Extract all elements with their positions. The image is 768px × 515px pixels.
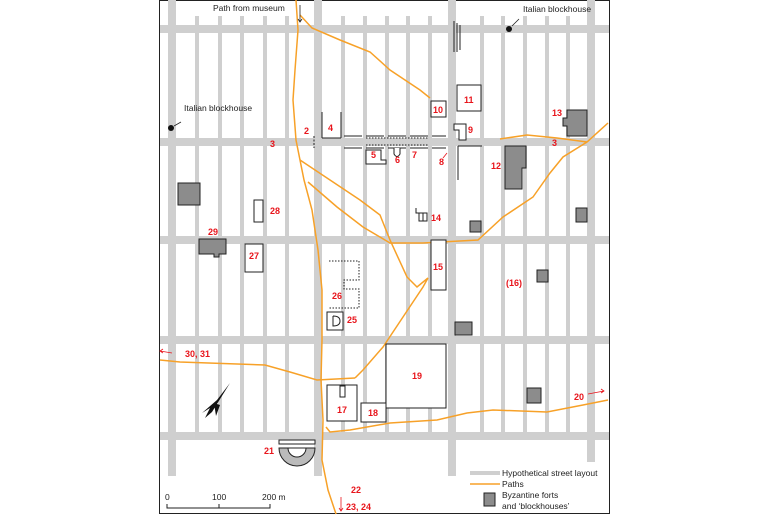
label-italian-blockhouse-w: Italian blockhouse	[184, 103, 252, 113]
site-label: 21	[264, 446, 274, 456]
building-6	[393, 148, 401, 157]
building-15	[430, 239, 447, 291]
building-25	[326, 311, 344, 331]
arrow-south-icon	[338, 497, 344, 512]
arrows	[159, 5, 605, 512]
north-arrow-icon	[202, 383, 230, 418]
map-frame	[159, 0, 610, 514]
scale-line	[166, 504, 271, 509]
path-south-east	[325, 399, 609, 433]
site-label: 13	[552, 108, 562, 118]
path-street-3	[499, 134, 588, 143]
building-25-apse	[332, 315, 341, 327]
site-label: 25	[347, 315, 357, 325]
pointer-8-icon	[442, 152, 448, 159]
site-label: 20	[574, 392, 584, 402]
theatre-scene	[278, 439, 316, 445]
site-label: 9	[468, 125, 473, 135]
site-label: 22	[351, 485, 361, 495]
label-path-from-museum: Path from museum	[213, 3, 285, 13]
site-label: 2	[304, 126, 309, 136]
site-label: 27	[249, 251, 259, 261]
site-label: 11	[464, 95, 474, 105]
site-label: 19	[412, 371, 422, 381]
fort	[575, 207, 588, 223]
arrow-east-icon	[587, 388, 605, 395]
building-27	[244, 243, 264, 273]
path-north-south	[292, 0, 337, 515]
buildings	[168, 21, 512, 467]
site-label: 15	[433, 262, 443, 272]
arrow-down-icon	[297, 5, 303, 23]
label-italian-blockhouse-ne: Italian blockhouse	[523, 4, 591, 14]
site-label: 17	[337, 405, 347, 415]
legend-forts: Byzantine forts	[502, 490, 558, 500]
fort	[526, 387, 542, 404]
site-label: 3	[552, 138, 557, 148]
forts	[177, 109, 588, 404]
site-label: 28	[270, 206, 280, 216]
building-5	[365, 149, 387, 165]
site-label: 8	[439, 157, 444, 167]
structure-north	[453, 21, 461, 52]
site-label: (16)	[506, 278, 522, 288]
legend-paths: Paths	[502, 479, 524, 489]
building-26	[329, 260, 360, 309]
legend-fort-swatch	[483, 492, 496, 507]
fort-13	[562, 109, 588, 137]
site-label: 30, 31	[185, 349, 210, 359]
path-museum-northeast	[299, 14, 431, 99]
colonnade-dots	[366, 137, 428, 146]
legend-streets: Hypothetical street layout	[502, 468, 598, 478]
legend: Hypothetical street layout Paths Byzanti…	[466, 462, 606, 512]
building-28	[253, 199, 264, 223]
site-label: 26	[332, 291, 342, 301]
paths	[159, 0, 609, 515]
fort-12	[504, 145, 527, 190]
fort-west	[177, 182, 201, 206]
building-9	[453, 123, 467, 141]
site-label: 5	[371, 150, 376, 160]
site-label: 12	[491, 161, 501, 171]
building-14	[415, 208, 428, 222]
building-18	[360, 402, 387, 423]
pointer-icon	[173, 121, 182, 127]
site-label: 7	[412, 150, 417, 160]
building-4	[321, 112, 342, 139]
scale-0: 0	[165, 492, 170, 502]
arrow-west-icon	[159, 348, 173, 354]
building-10	[430, 100, 447, 118]
site-label: 29	[208, 227, 218, 237]
site-label: 4	[328, 123, 333, 133]
pointer-icon	[511, 18, 520, 27]
building-17-inner	[339, 385, 346, 398]
site-label: 23, 24	[346, 502, 371, 512]
path-southeast	[307, 122, 609, 244]
site-label: 18	[368, 408, 378, 418]
scale-bar: 0 100 200 m	[165, 492, 286, 509]
italian-blockhouse-w-dot	[168, 125, 174, 131]
fort	[454, 321, 473, 336]
fort-29	[198, 238, 227, 258]
scale-100: 100	[212, 492, 226, 502]
path-west	[159, 359, 356, 381]
theatre-orchestra	[287, 447, 307, 458]
fort	[536, 269, 549, 283]
labels: Path from museum Italian blockhouse Ital…	[184, 3, 591, 512]
site-label: 3	[270, 139, 275, 149]
scale-200: 200 m	[262, 492, 286, 502]
building-11	[456, 84, 482, 112]
site-label: 10	[433, 105, 443, 115]
legend-forts-2: and ‘blockhouses’	[502, 501, 570, 511]
site-label: 14	[431, 213, 441, 223]
fort	[469, 220, 482, 233]
italian-blockhouse-ne-dot	[506, 26, 512, 32]
site-label: 6	[395, 155, 400, 165]
path-to-15	[299, 159, 429, 379]
building-19	[385, 343, 447, 409]
